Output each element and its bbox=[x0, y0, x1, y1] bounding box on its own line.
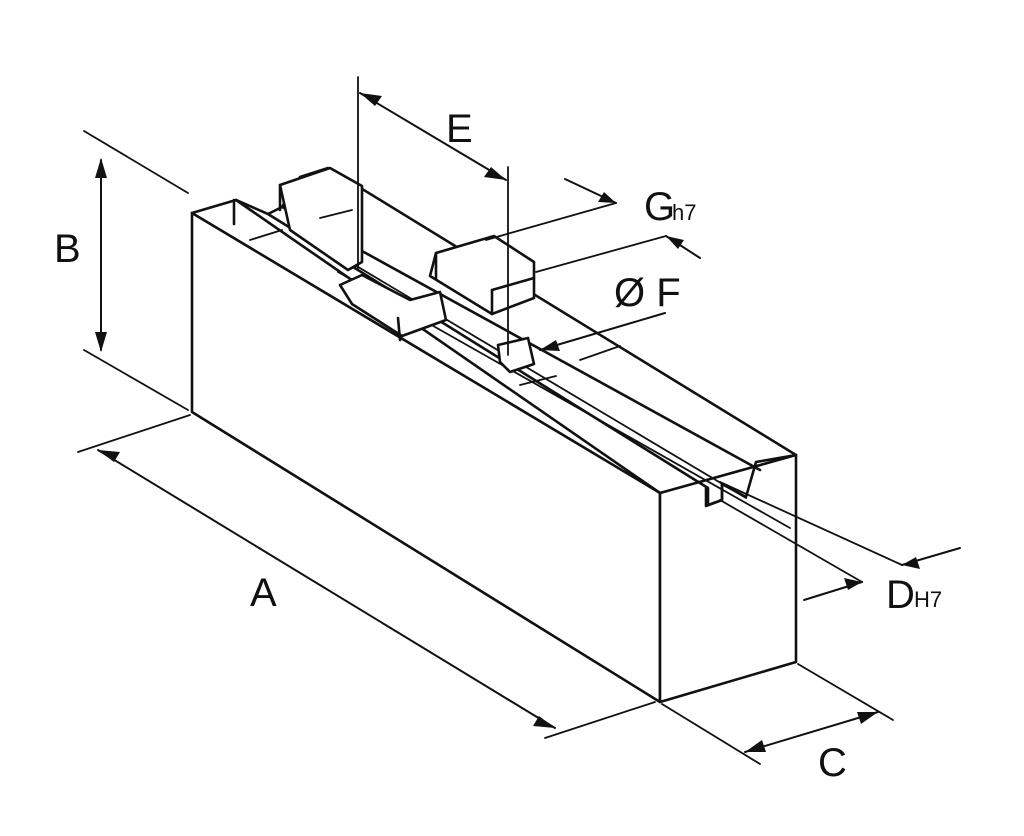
label-G-subscript: h7 bbox=[672, 200, 696, 225]
dimension-G: G h7 bbox=[485, 178, 701, 273]
dimension-F: Ø F bbox=[539, 271, 681, 351]
label-C: C bbox=[818, 741, 847, 785]
label-D: D bbox=[886, 573, 915, 617]
jaw-block bbox=[190, 166, 798, 704]
dimension-E: E bbox=[357, 76, 509, 356]
dimension-B: B bbox=[54, 130, 189, 411]
dimension-C: C bbox=[661, 663, 894, 785]
end-face bbox=[658, 453, 798, 704]
label-E: E bbox=[446, 107, 473, 151]
dimension-A: A bbox=[77, 414, 656, 739]
label-A: A bbox=[250, 571, 277, 615]
label-G: G bbox=[644, 185, 675, 229]
label-F: Ø F bbox=[614, 271, 681, 315]
label-B: B bbox=[54, 227, 81, 271]
label-D-subscript: H7 bbox=[914, 587, 942, 612]
dimension-D: D H7 bbox=[719, 481, 961, 617]
